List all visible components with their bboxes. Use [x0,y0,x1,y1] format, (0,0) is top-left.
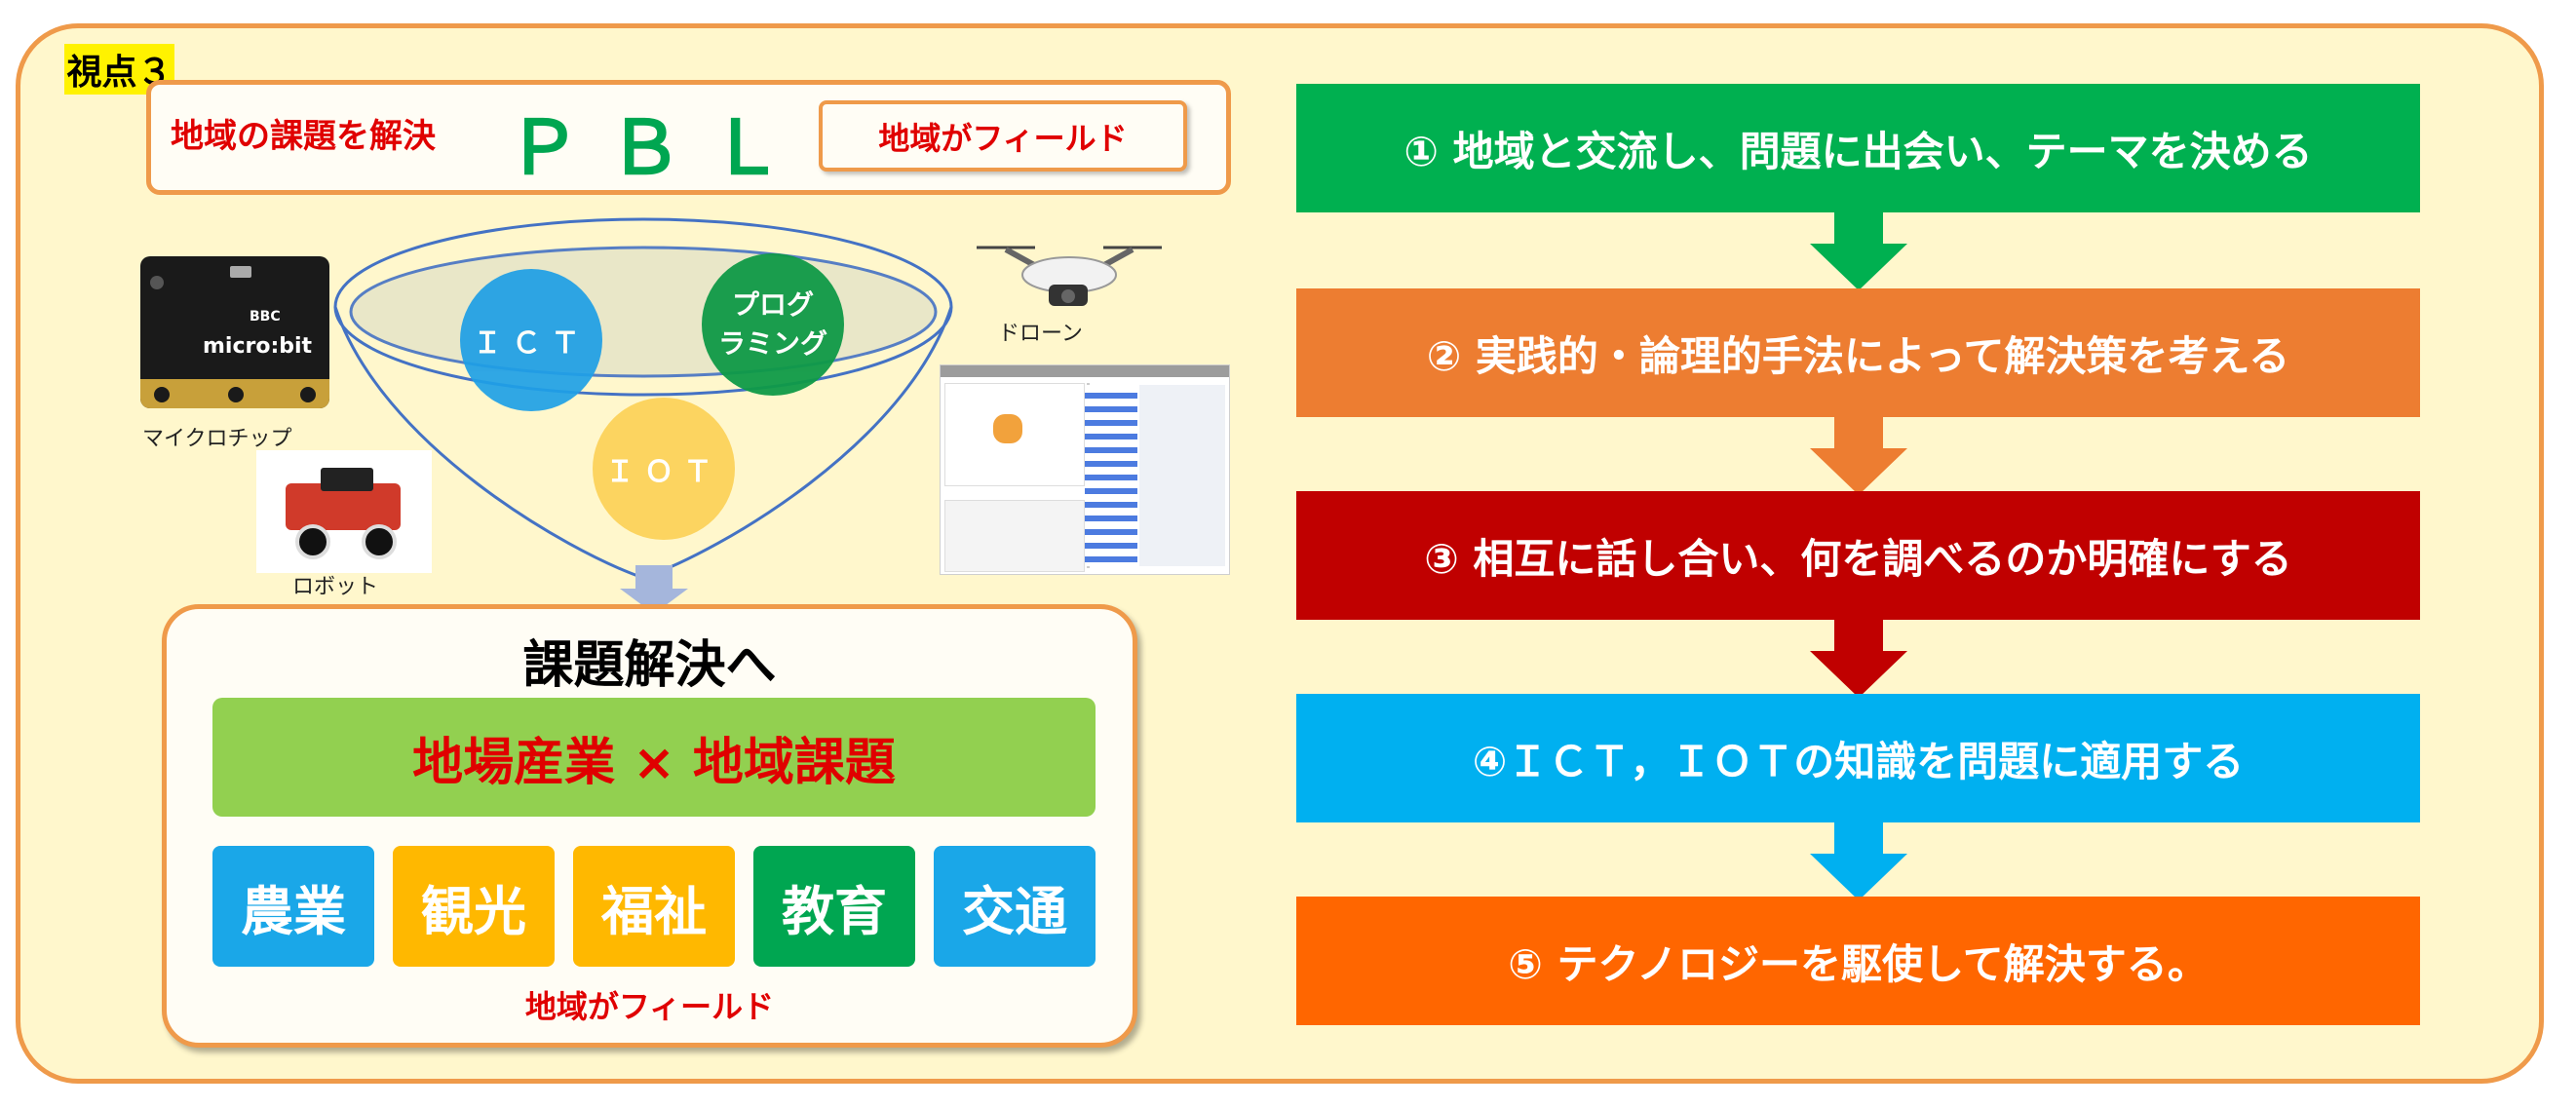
step-arrow-1 [1810,212,1907,290]
programming-circle: プログ ラミング [702,253,844,396]
tile-agriculture: 農業 [212,846,374,967]
drone-image [977,246,1162,306]
step-4: ④ＩＣＴ，ＩＯＴの知識を問題に適用する [1296,694,2420,822]
step-2: ② 実践的・論理的手法によって解決策を考える [1296,288,2420,417]
banner-field-box: 地域がフィールド [819,100,1187,172]
local-industry-bar: 地場産業 × 地域課題 [212,698,1096,817]
bottom-field-text: 地域がフィールド [524,988,775,1025]
tile-tourism: 観光 [393,846,555,967]
drone-label: ドローン [998,322,1083,346]
microchip-label: マイクロチップ [142,427,292,451]
step-arrow-3 [1810,620,1907,698]
pbl-title: ＰＢＬ [507,104,811,191]
banner-left-text: 地域の課題を解決 [171,117,436,156]
ict-circle: ＩＣＴ [460,269,602,411]
step-5: ⑤ テクノロジーを駆使して解決する。 [1296,897,2420,1025]
bbc-text: BBC [250,309,281,325]
robot-label: ロボット [292,575,379,599]
tile-education: 教育 [753,846,915,967]
funnel-down-arrow [620,565,688,614]
tile-welfare: 福祉 [573,846,735,967]
step-1: ① 地域と交流し、問題に出会い、テーマを決める [1296,84,2420,212]
ict-label: ＩＣＴ [473,326,590,361]
iot-circle: ＩＯＴ [593,398,735,540]
programming-label: プログ ラミング [717,288,827,360]
microbit-image: BBC micro:bit [140,256,329,408]
solution-title: 課題解決へ [522,636,777,695]
step-arrow-2 [1810,417,1907,495]
step-arrow-4 [1810,822,1907,900]
microbit-text: micro:bit [203,334,313,359]
scratch-screenshot [940,364,1230,575]
solution-box [162,604,1137,1048]
step-3: ③ 相互に話し合い、何を調べるのか明確にする [1296,491,2420,620]
iot-label: ＩＯＴ [605,455,722,489]
tile-transport: 交通 [934,846,1096,967]
robot-image [256,450,432,573]
